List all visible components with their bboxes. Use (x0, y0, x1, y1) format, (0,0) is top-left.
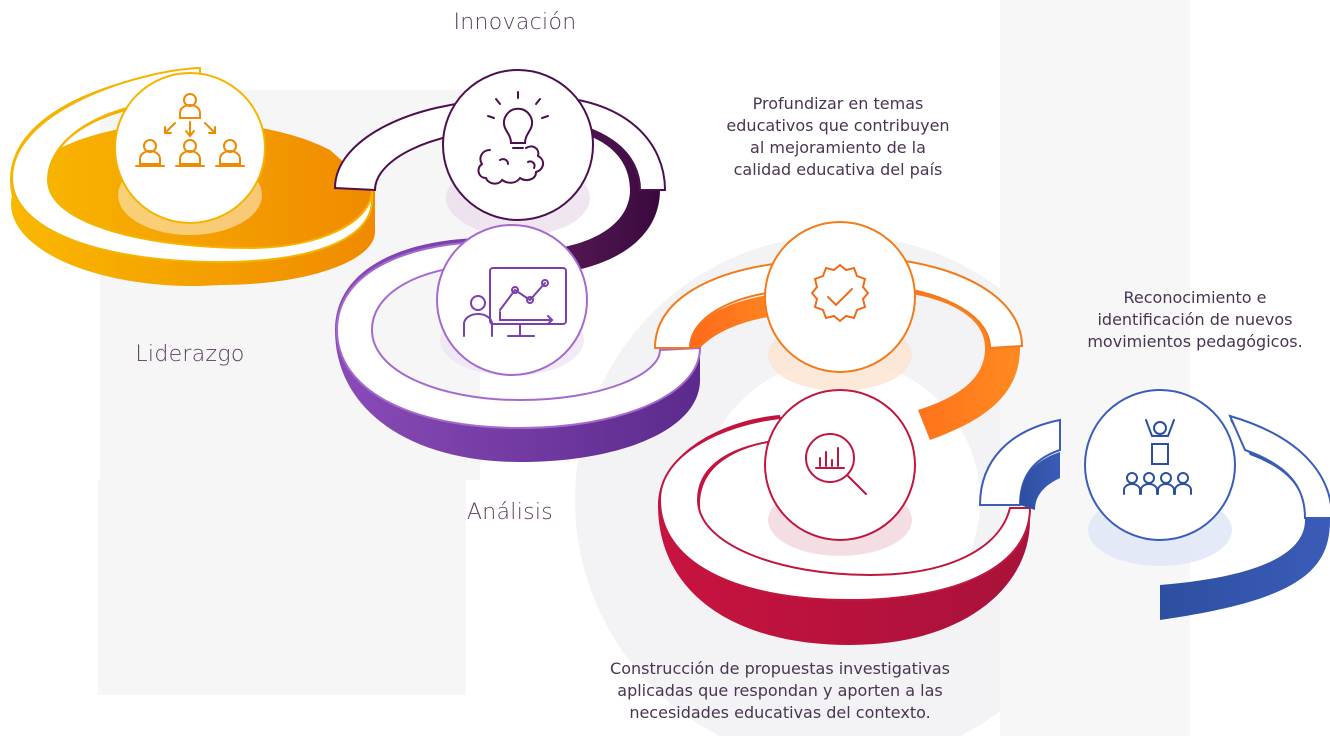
label-calidad-line-4: calidad educativa del país (733, 160, 943, 179)
node-liderazgo (114, 72, 266, 224)
node-ensenanza (436, 224, 588, 376)
label-footer-line-3: necesidades educativas del contexto. (629, 703, 931, 722)
label-footer-line-2: aplicadas que respondan y aporten a las (617, 681, 943, 700)
presentation-chart-icon (463, 267, 567, 337)
node-reconocimiento (1084, 389, 1236, 541)
label-calidad-line-1: Profundizar en temas (752, 94, 924, 113)
label-innovacion: Innovación (453, 10, 577, 35)
node-innovacion (442, 69, 594, 221)
label-footer-line-1: Construcción de propuestas investigativa… (610, 659, 950, 678)
node-analisis (764, 389, 916, 541)
magnifier-chart-icon (805, 433, 867, 495)
label-reconocimiento-line-2: identificación de nuevos (1097, 310, 1293, 329)
label-calidad-line-2: educativos que contribuyen (726, 116, 950, 135)
node-calidad (764, 221, 916, 373)
quality-badge-check-icon (810, 263, 870, 323)
label-footer: Construcción de propuestas investigativa… (590, 658, 970, 724)
label-reconocimiento-line-3: movimientos pedagógicos. (1087, 332, 1303, 351)
background-watermark (98, 0, 1190, 740)
label-calidad-line-3: al mejoramiento de la (750, 138, 926, 157)
label-liderazgo: Liderazgo (135, 342, 245, 367)
label-analisis: Análisis (466, 500, 554, 525)
label-reconocimiento-line-1: Reconocimiento e (1123, 288, 1267, 307)
leader-audience-icon (1123, 419, 1192, 495)
lightbulb-brain-icon (477, 91, 549, 185)
label-calidad: Profundizar en temas educativos que cont… (718, 93, 958, 181)
label-reconocimiento: Reconocimiento e identificación de nuevo… (1075, 287, 1315, 353)
leadership-hierarchy-icon (135, 93, 245, 167)
